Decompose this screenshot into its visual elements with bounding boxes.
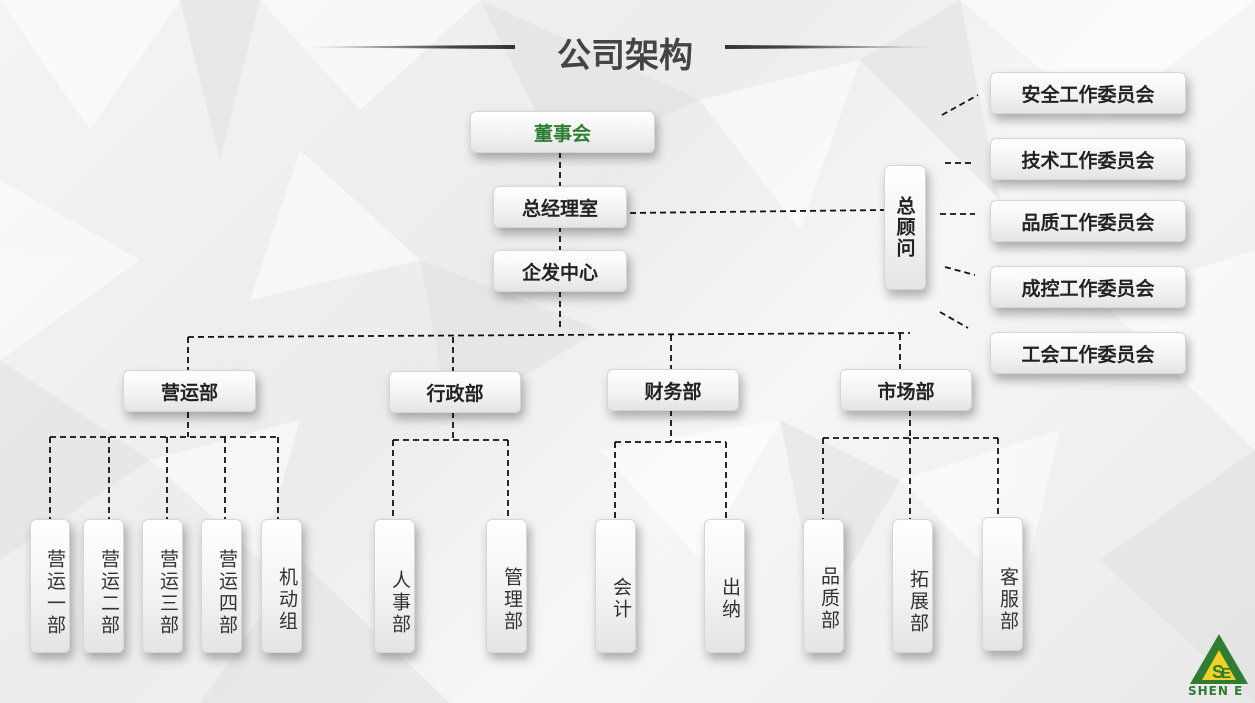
sub-operations-2: 营运二部 bbox=[83, 519, 124, 653]
sub-operations-4: 营运四部 bbox=[201, 519, 242, 653]
sub-expansion: 拓展部 bbox=[892, 519, 933, 653]
company-logo: S E bbox=[1190, 634, 1248, 684]
dept-operations: 营运部 bbox=[123, 370, 256, 412]
svg-text:E: E bbox=[1221, 665, 1231, 682]
committee-union: 工会工作委员会 bbox=[990, 332, 1186, 374]
logo-text: SHEN E bbox=[1188, 684, 1244, 698]
sub-mobile-team: 机动组 bbox=[261, 519, 302, 653]
sub-customer-service: 客服部 bbox=[982, 517, 1023, 651]
sub-operations-3: 营运三部 bbox=[142, 519, 183, 653]
committee-quality: 品质工作委员会 bbox=[990, 200, 1186, 242]
svg-text:S: S bbox=[1212, 662, 1224, 682]
dept-admin: 行政部 bbox=[389, 371, 521, 413]
committee-technology: 技术工作委员会 bbox=[990, 138, 1186, 180]
title-decoration-right bbox=[725, 45, 935, 49]
dev-center-node: 企发中心 bbox=[493, 250, 627, 292]
sub-accounting: 会计 bbox=[595, 519, 636, 653]
advisor-node: 总顾问 bbox=[884, 165, 926, 290]
sub-operations-1: 营运一部 bbox=[30, 519, 70, 653]
dept-finance: 财务部 bbox=[607, 369, 739, 411]
sub-quality: 品质部 bbox=[803, 519, 844, 653]
dept-market: 市场部 bbox=[840, 369, 972, 411]
page-title: 公司架构 bbox=[557, 36, 693, 76]
sub-hr: 人事部 bbox=[374, 519, 415, 653]
gm-office-node: 总经理室 bbox=[493, 186, 627, 228]
sub-cashier: 出纳 bbox=[704, 519, 745, 653]
sub-management: 管理部 bbox=[486, 519, 527, 653]
committee-cost-control: 成控工作委员会 bbox=[990, 266, 1186, 308]
committee-safety: 安全工作委员会 bbox=[990, 72, 1186, 114]
board-node: 董事会 bbox=[470, 111, 655, 153]
title-decoration-left bbox=[305, 45, 515, 49]
